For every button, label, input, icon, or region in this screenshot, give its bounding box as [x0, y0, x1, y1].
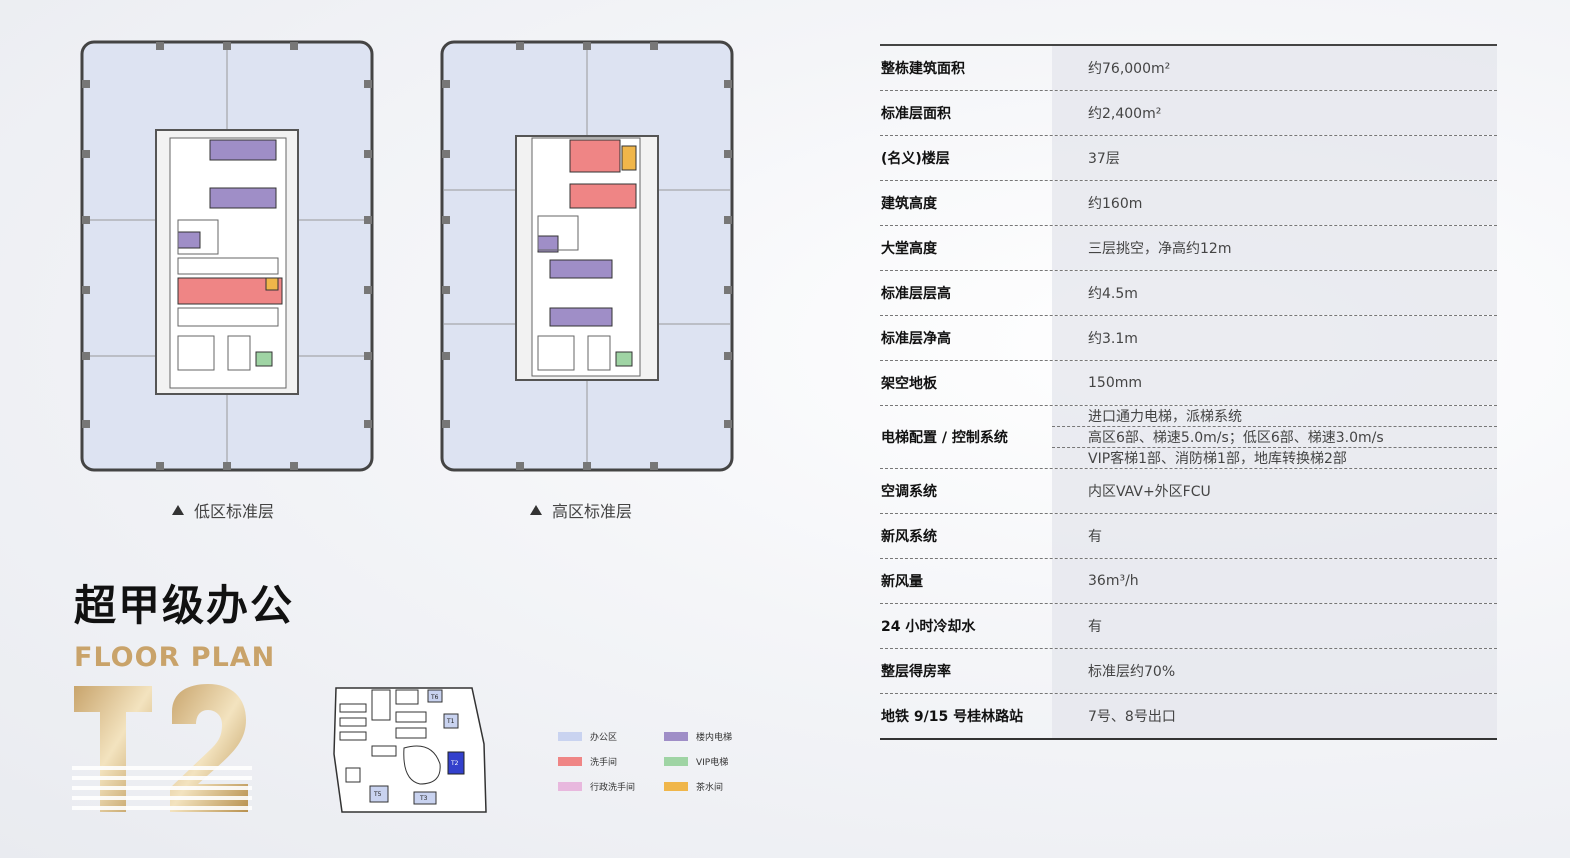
low-zone-plan-drawing: [80, 40, 374, 472]
spec-key: 新风系统: [881, 529, 937, 545]
legend-item-office: 办公区: [558, 730, 664, 743]
legend-item-exec-restroom: 行政洗手间: [558, 780, 664, 793]
legend-swatch: [664, 782, 688, 791]
low-zone-floor-plan: [80, 40, 374, 474]
legend-label: 楼内电梯: [696, 733, 733, 743]
spec-row-cooling-water: 24 小时冷却水 有: [880, 604, 1497, 649]
spec-value: VIP客梯1部、消防梯1部，地库转换梯2部: [1052, 448, 1497, 468]
spec-key: 建筑高度: [881, 196, 937, 212]
legend: 办公区 楼内电梯 洗手间 VIP电梯 行政洗手间 茶水间: [558, 730, 758, 793]
floor-plan-subtitle: FLOOR PLAN: [74, 642, 276, 673]
spec-row-metro: 地铁 9/15 号桂林路站 7号、8号出口: [880, 694, 1497, 740]
spec-value: 36m³/h: [1052, 559, 1497, 603]
legend-item-vip-elevator: VIP电梯: [664, 755, 764, 768]
site-label-t1: T1: [446, 718, 455, 725]
spec-value: 约160m: [1052, 181, 1497, 225]
spec-key: 大堂高度: [881, 241, 937, 257]
legend-label: 洗手间: [590, 758, 618, 768]
spec-row-raised-floor: 架空地板 150mm: [880, 361, 1497, 406]
legend-item-pantry: 茶水间: [664, 780, 764, 793]
legend-swatch: [558, 757, 582, 766]
spec-key: 标准层层高: [881, 286, 951, 302]
spec-value-group: 进口通力电梯，派梯系统 高区6部、梯速5.0m/s；低区6部、梯速3.0m/s …: [1052, 406, 1497, 468]
high-zone-caption: 高区标准层: [530, 498, 632, 522]
legend-swatch: [664, 732, 688, 741]
spec-row-floors: (名义)楼层 37层: [880, 136, 1497, 181]
spec-key: 空调系统: [881, 484, 937, 500]
spec-row-total-area: 整栋建筑面积 约76,000m²: [880, 46, 1497, 91]
spec-row-building-height: 建筑高度 约160m: [880, 181, 1497, 226]
spec-value: 有: [1052, 604, 1497, 648]
site-label-t5: T5: [373, 791, 382, 798]
spec-value: 约4.5m: [1052, 271, 1497, 315]
spec-row-floor-height: 标准层层高 约4.5m: [880, 271, 1497, 316]
t2-building-logo: [72, 684, 252, 812]
triangle-up-icon: [530, 505, 542, 515]
triangle-up-icon: [172, 505, 184, 515]
legend-swatch: [558, 782, 582, 791]
spec-value: 高区6部、梯速5.0m/s；低区6部、梯速3.0m/s: [1052, 427, 1497, 448]
spec-value: 标准层约70%: [1052, 649, 1497, 693]
high-zone-plan-drawing: [440, 40, 734, 472]
legend-label: 行政洗手间: [590, 783, 636, 793]
spec-key: 新风量: [881, 574, 923, 590]
high-zone-floor-plan: [440, 40, 734, 474]
spec-value: 有: [1052, 514, 1497, 558]
spec-row-hvac: 空调系统 内区VAV+外区FCU: [880, 469, 1497, 514]
spec-key: 整栋建筑面积: [881, 61, 965, 77]
spec-value: 150mm: [1052, 361, 1497, 405]
spec-value: 约76,000m²: [1052, 46, 1497, 90]
spec-key: 整层得房率: [881, 664, 951, 680]
spec-value: 约3.1m: [1052, 316, 1497, 360]
spec-value: 约2,400m²: [1052, 91, 1497, 135]
spec-key: 架空地板: [881, 376, 937, 392]
spec-row-floor-area: 标准层面积 约2,400m²: [880, 91, 1497, 136]
low-zone-caption-text: 低区标准层: [194, 502, 275, 521]
spec-row-fresh-air: 新风系统 有: [880, 514, 1497, 559]
spec-value: 进口通力电梯，派梯系统: [1052, 406, 1497, 427]
low-zone-caption: 低区标准层: [172, 498, 274, 522]
page-title: 超甲级办公: [74, 581, 295, 630]
spec-row-fresh-air-volume: 新风量 36m³/h: [880, 559, 1497, 604]
site-label-t3: T3: [419, 795, 428, 802]
legend-swatch: [664, 757, 688, 766]
spec-row-efficiency: 整层得房率 标准层约70%: [880, 649, 1497, 694]
spec-row-lobby-height: 大堂高度 三层挑空，净高约12m: [880, 226, 1497, 271]
legend-item-elevator: 楼内电梯: [664, 730, 764, 743]
spec-value: 三层挑空，净高约12m: [1052, 226, 1497, 270]
site-label-t6: T6: [430, 694, 439, 701]
spec-row-clear-height: 标准层净高 约3.1m: [880, 316, 1497, 361]
spec-value: 7号、8号出口: [1052, 694, 1497, 738]
spec-row-elevators: 电梯配置 / 控制系统 进口通力电梯，派梯系统 高区6部、梯速5.0m/s；低区…: [880, 406, 1497, 469]
spec-key: 24 小时冷却水: [881, 619, 976, 635]
legend-label: VIP电梯: [696, 758, 729, 768]
site-map: T6 T1 T2 T5 T3: [333, 687, 487, 813]
legend-label: 办公区: [590, 733, 618, 743]
spec-key: 标准层面积: [881, 106, 951, 122]
legend-item-restroom: 洗手间: [558, 755, 664, 768]
legend-swatch: [558, 732, 582, 741]
spec-key: 标准层净高: [881, 331, 951, 347]
spec-value: 37层: [1052, 136, 1497, 180]
spec-key: (名义)楼层: [881, 151, 950, 167]
spec-key: 地铁 9/15 号桂林路站: [881, 709, 1024, 725]
spec-key: 电梯配置 / 控制系统: [881, 430, 1008, 446]
high-zone-caption-text: 高区标准层: [552, 502, 633, 521]
spec-value: 内区VAV+外区FCU: [1052, 469, 1497, 513]
legend-label: 茶水间: [696, 783, 724, 793]
site-label-t2: T2: [450, 760, 459, 767]
